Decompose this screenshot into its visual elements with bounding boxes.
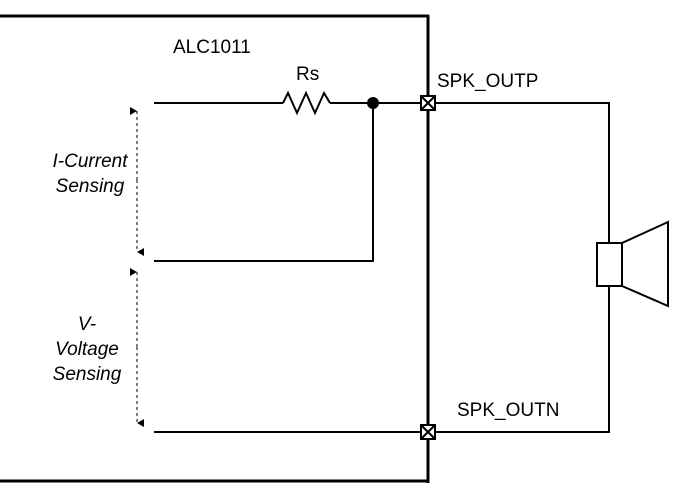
sense-wires <box>154 90 421 433</box>
chip-outline <box>0 14 430 483</box>
voltage-sensing-line3: Sensing <box>52 364 122 386</box>
resistor-label: Rs <box>296 64 320 85</box>
speaker-icon <box>596 220 669 308</box>
pin-box-icon <box>420 424 436 440</box>
voltage-sensing-line2: Voltage <box>55 339 119 361</box>
resistor-icon <box>282 90 331 116</box>
junction-dot-icon <box>367 97 379 109</box>
voltage-sensing-label: V- Voltage Sensing <box>30 312 144 387</box>
chip-name-label: ALC1011 <box>173 37 251 58</box>
voltage-sensing-line1: V- <box>77 314 97 335</box>
spk-outn-label: SPK_OUTN <box>457 400 560 421</box>
positive-output-wire <box>435 102 610 243</box>
pin-box-icon <box>420 95 436 111</box>
current-sensing-line2: Sensing <box>55 176 125 198</box>
spk-outp-label: SPK_OUTP <box>437 71 539 92</box>
speaker-wires <box>435 102 610 433</box>
current-sensing-label: I-Current Sensing <box>32 149 148 199</box>
current-sensing-line1: I-Current <box>52 151 128 172</box>
current-sense-return-wire <box>154 103 374 262</box>
negative-output-wire <box>435 286 610 433</box>
